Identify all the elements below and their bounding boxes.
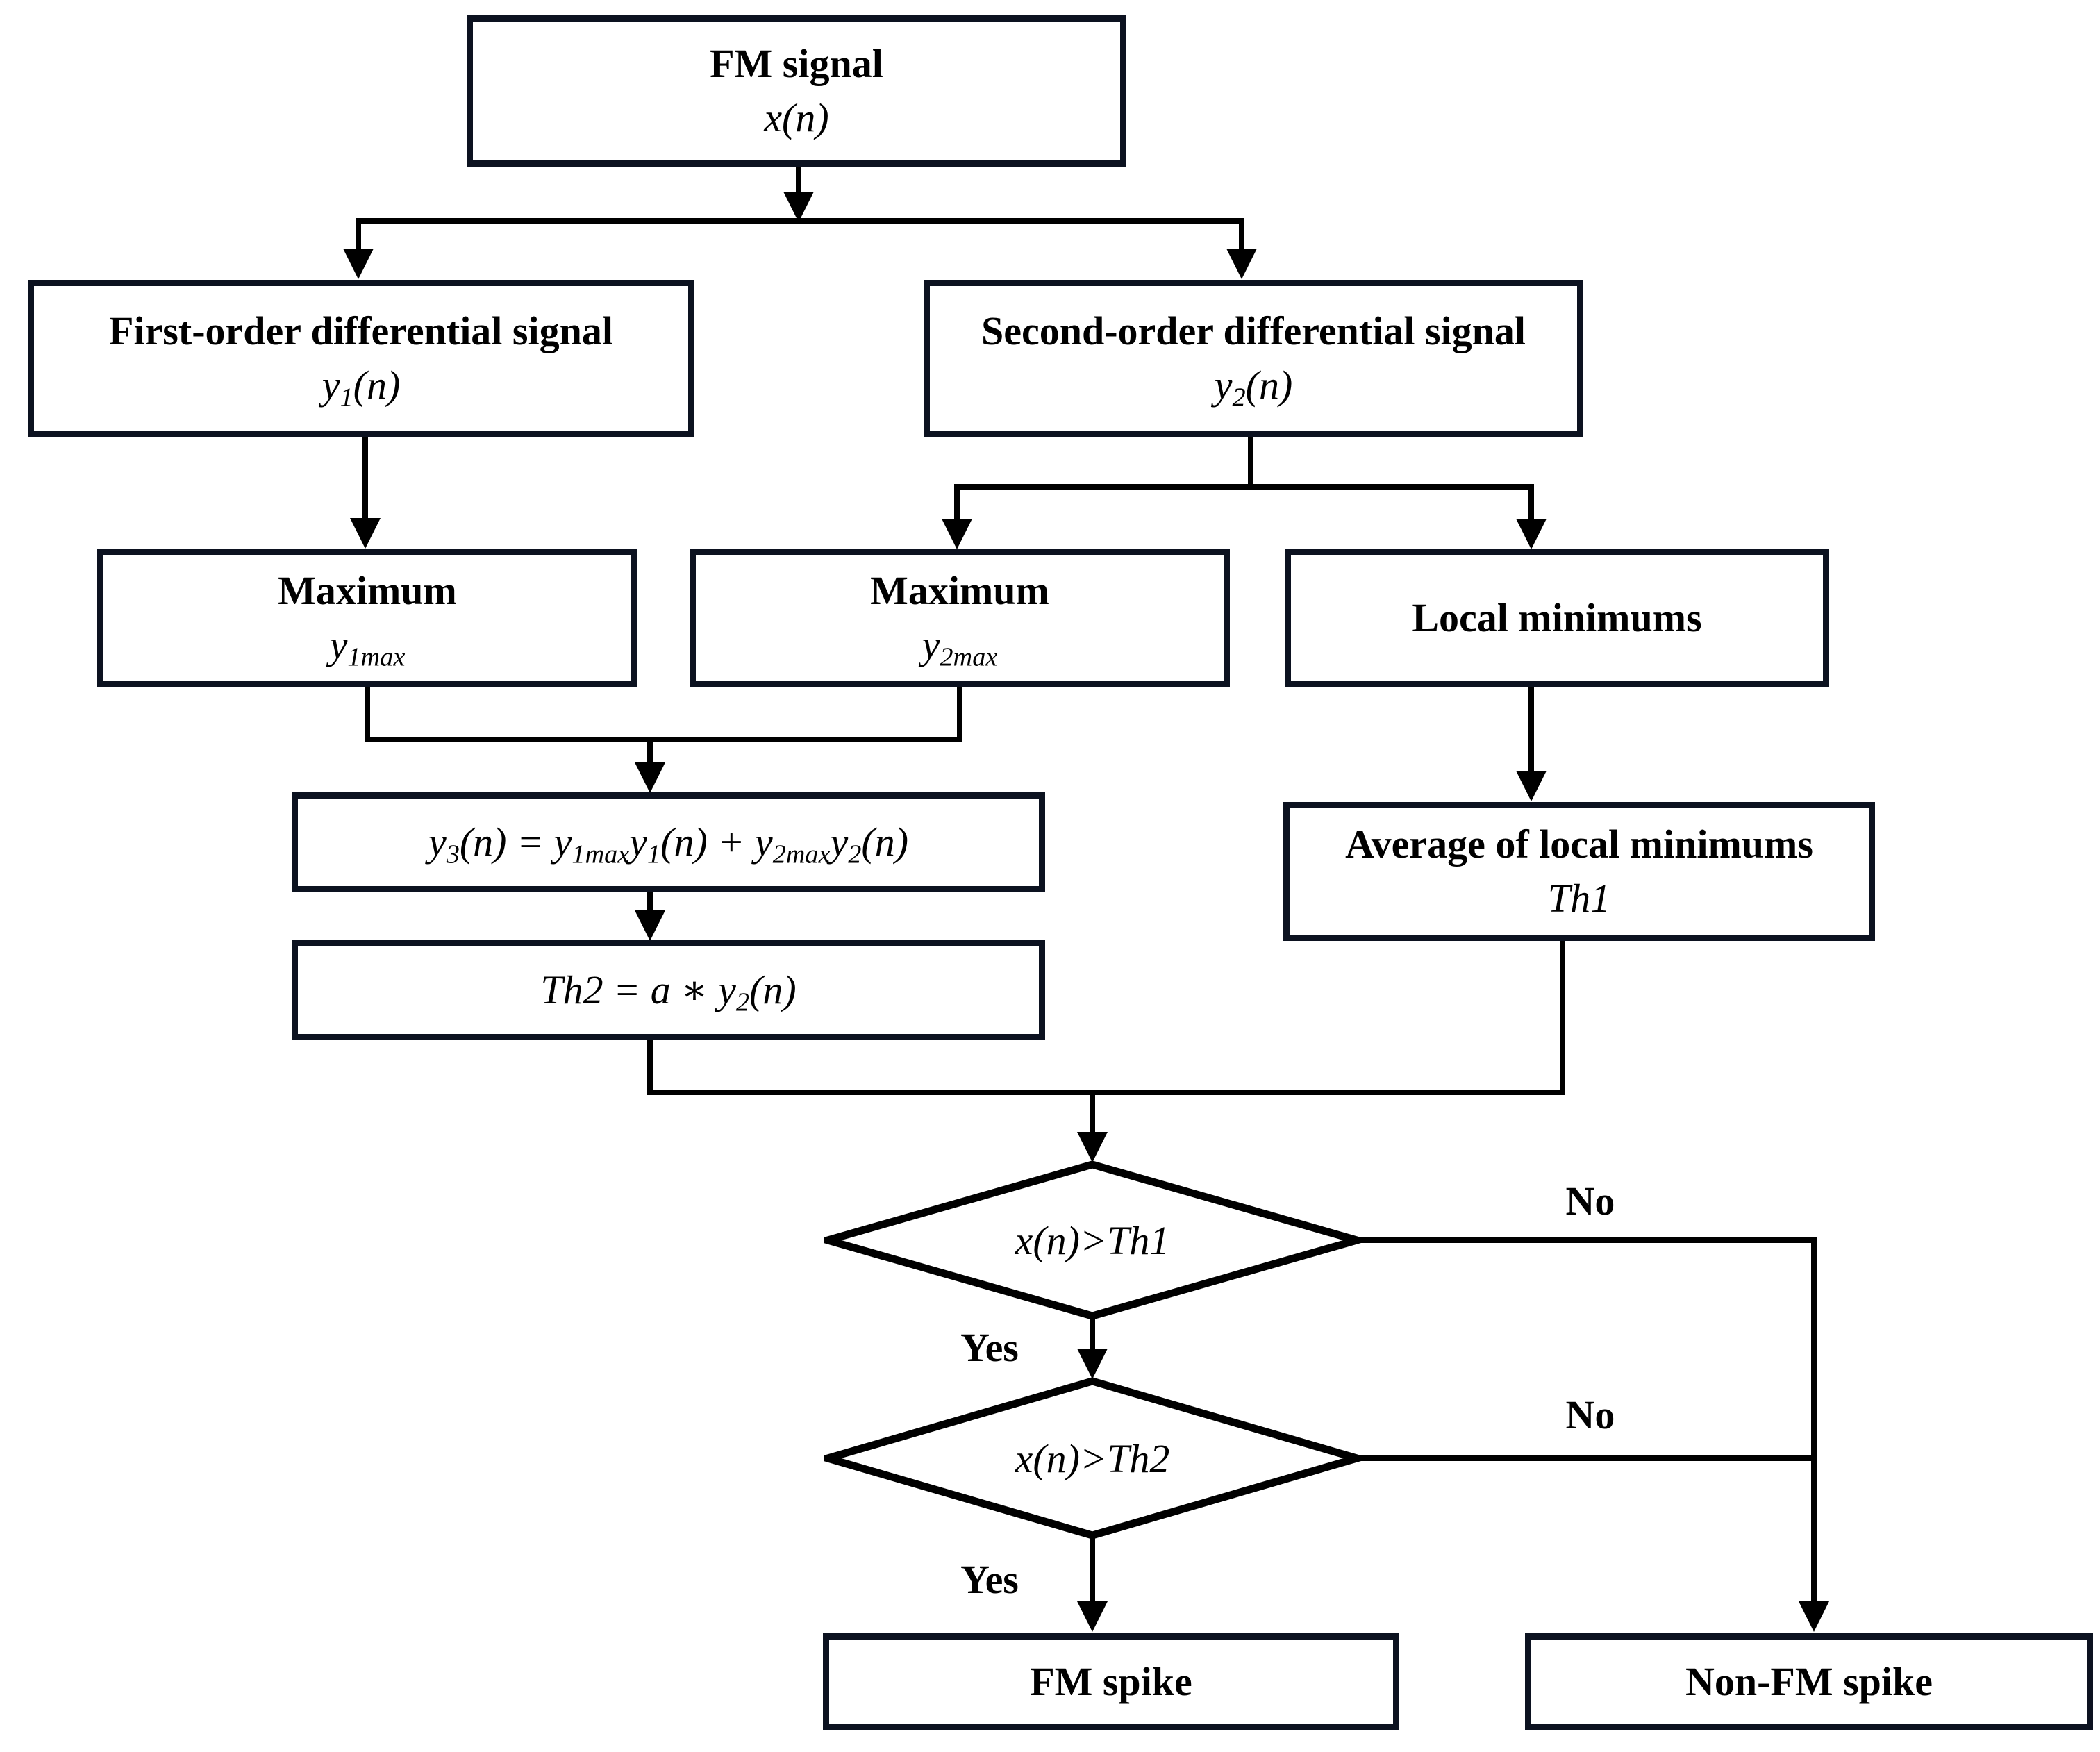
maximum-y2-box: Maximum y2max: [690, 549, 1230, 687]
maximum-y1-formula: y1max: [329, 622, 406, 672]
arrowhead-into-th2: [635, 910, 665, 941]
arrowhead-into-y3: [635, 762, 665, 793]
yes-label-2: Yes: [960, 1556, 1019, 1602]
connector-no2-horizontal: [1354, 1455, 1817, 1461]
arrowhead-into-secondorder: [1226, 249, 1257, 279]
connector-y3-to-th2: [647, 891, 653, 917]
connector-secondorder-down: [1248, 435, 1253, 490]
connector-maxy2-down: [957, 686, 962, 740]
connector-split2-horizontal: [954, 484, 1534, 490]
connector-split1-right: [1239, 218, 1244, 251]
th1-formula: Th1: [1547, 876, 1611, 921]
connector-to-y3: [647, 740, 653, 767]
connector-fm-down: [796, 165, 801, 199]
connector-localmin-down: [1528, 686, 1534, 774]
first-order-label: First-order differential signal: [109, 308, 613, 354]
arrowhead-into-decision1: [1077, 1132, 1108, 1162]
connector-th2-down: [647, 1039, 653, 1095]
y3-formula: y3(n) = y1maxy1(n) + y2maxy2(n): [428, 819, 909, 869]
arrowhead-into-maxy2: [942, 519, 972, 549]
no-label-1: No: [1565, 1178, 1615, 1224]
non-fm-spike-label: Non-FM spike: [1685, 1658, 1933, 1704]
non-fm-spike-box: Non-FM spike: [1525, 1633, 2093, 1730]
fm-signal-label: FM signal: [710, 41, 883, 87]
decision-x-gt-th2-text: x(n)>Th2: [1015, 1435, 1170, 1481]
connector-maxy1-down: [365, 686, 370, 740]
arrowhead-into-fmspike: [1077, 1601, 1108, 1632]
connector-collector2-horizontal: [647, 1090, 1565, 1095]
yes-label-1: Yes: [960, 1324, 1019, 1370]
decision-x-gt-th1: [824, 1160, 1361, 1320]
arrowhead-into-firstorder: [343, 249, 374, 279]
maximum-y1-label: Maximum: [278, 568, 457, 614]
connector-decision2-to-fmspike: [1090, 1535, 1095, 1604]
arrowhead-into-localmin: [1516, 519, 1547, 549]
connector-collector1-horizontal: [365, 737, 962, 742]
connector-average-down: [1560, 940, 1565, 1095]
th2-formula: Th2 = a ∗ y2(n): [540, 967, 797, 1017]
y3-formula-box: y3(n) = y1maxy1(n) + y2maxy2(n): [292, 792, 1045, 892]
decision-x-gt-th1-text: x(n)>Th1: [1015, 1217, 1170, 1263]
connector-to-decision1: [1090, 1095, 1095, 1137]
connector-firstorder-down: [362, 435, 368, 522]
fm-spike-box: FM spike: [823, 1633, 1399, 1730]
arrowhead-into-decision2: [1077, 1349, 1108, 1379]
maximum-y1-box: Maximum y1max: [97, 549, 638, 687]
maximum-y2-formula: y2max: [922, 622, 998, 672]
average-local-minimums-label: Average of local minimums: [1345, 821, 1813, 867]
first-order-box: First-order differential signal y1(n): [28, 280, 694, 437]
maximum-y2-label: Maximum: [870, 568, 1049, 614]
connector-no-vertical: [1811, 1237, 1817, 1604]
second-order-label: Second-order differential signal: [981, 308, 1526, 354]
second-order-formula: y2(n): [1214, 362, 1293, 412]
arrowhead-into-nonfmspike: [1799, 1601, 1829, 1632]
connector-decision1-to-decision2: [1090, 1315, 1095, 1354]
arrowhead-into-average: [1516, 771, 1547, 801]
first-order-formula: y1(n): [322, 362, 401, 412]
connector-split1-left: [356, 218, 361, 251]
connector-split2-left: [954, 484, 960, 524]
fm-signal-box: FM signal x(n): [467, 15, 1126, 167]
no-label-2: No: [1565, 1392, 1615, 1437]
fm-signal-formula: x(n): [764, 95, 829, 140]
arrowhead-fm-to-split: [783, 192, 814, 222]
local-minimums-label: Local minimums: [1412, 595, 1702, 641]
th2-formula-box: Th2 = a ∗ y2(n): [292, 940, 1045, 1040]
decision-x-gt-th2: [824, 1377, 1361, 1540]
average-local-minimums-box: Average of local minimums Th1: [1283, 802, 1875, 941]
fm-spike-label: FM spike: [1030, 1658, 1192, 1704]
connector-no1-horizontal: [1354, 1237, 1817, 1243]
connector-split2-right: [1528, 484, 1534, 524]
second-order-box: Second-order differential signal y2(n): [924, 280, 1583, 437]
local-minimums-box: Local minimums: [1285, 549, 1829, 687]
arrowhead-into-maxy1: [350, 518, 381, 549]
